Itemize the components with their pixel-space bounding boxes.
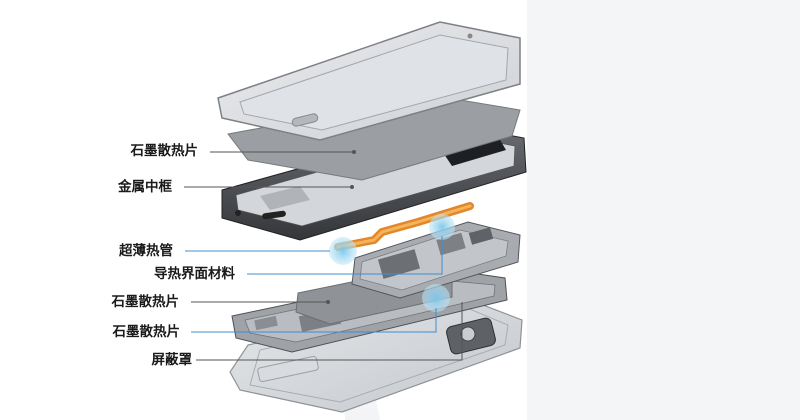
leader-shield-cover (196, 302, 463, 361)
graphite-sheet-highlight (422, 284, 450, 312)
main-pcb-board (351, 221, 521, 299)
label-graphite-sheet-2: 石墨散热片 (111, 294, 180, 310)
label-heat-pipe: 超薄热管 (119, 243, 173, 259)
label-thermal-interface: 导热界面材料 (154, 266, 235, 282)
leader-thermal-interface (247, 236, 443, 275)
back-cover (229, 296, 523, 413)
thermal-interface-highlight (429, 214, 455, 240)
background-panel (527, 0, 800, 420)
leader-lines (184, 150, 463, 361)
label-graphite-sheet-1: 石墨散热片 (130, 143, 199, 159)
label-graphite-sheet-3: 石墨散热片 (112, 324, 181, 340)
front-screen (217, 21, 521, 141)
leader-graphite-3 (191, 308, 437, 333)
label-metal-frame: 金属中框 (118, 179, 172, 195)
heat-pipe-highlight (329, 237, 357, 265)
label-shield-cover: 屏蔽罩 (151, 352, 193, 368)
